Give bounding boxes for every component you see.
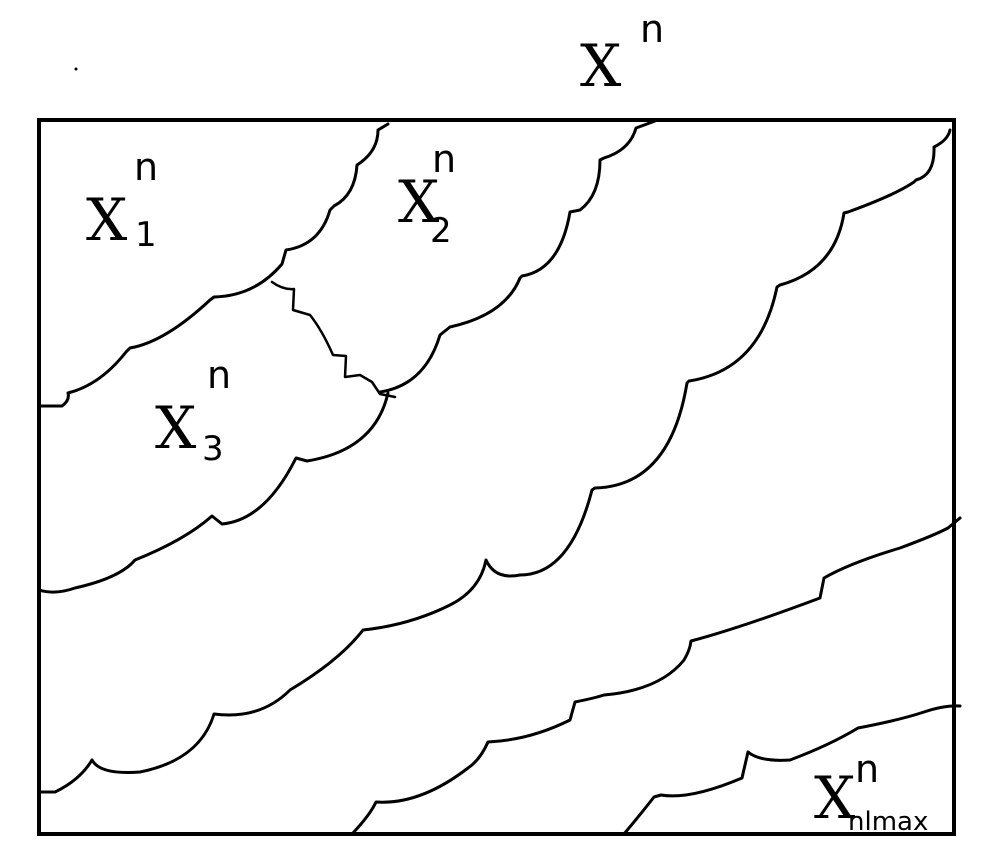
region-3-subscript: 3 [202,429,224,469]
region-boundary-4 [350,516,962,836]
region-last-subscript: nlmax [848,807,928,837]
region-boundary-1 [37,122,390,408]
region-boundary-2 [37,391,390,594]
region-label-3: X n 3 [155,353,231,469]
region-boundary-3 [37,128,952,794]
region-1-superscript: n [134,145,158,189]
region-1-subscript: 1 [135,215,157,255]
region-2-symbol: X [398,168,440,236]
region-boundary-5 [622,704,962,836]
region-last-symbol: X [814,764,856,832]
region-label-last: X n nlmax [814,747,928,837]
region-label-1: X n 1 [86,145,158,255]
stray-dot [74,67,78,71]
region-last-superscript: n [855,747,879,791]
region-3-symbol: X [155,394,197,462]
region-divider-2-3 [270,280,397,399]
set-label-superscript: n [640,7,664,51]
region-2-subscript: 2 [430,211,452,251]
set-label-symbol: X [580,32,622,100]
region-2-superscript: n [432,137,456,181]
set-boundary [37,118,956,836]
region-1-symbol: X [86,186,128,254]
region-label-2: X n 2 [398,137,456,251]
region-3-superscript: n [207,353,231,397]
region-boundary-2b [378,119,657,394]
set-label: X n [580,7,664,100]
